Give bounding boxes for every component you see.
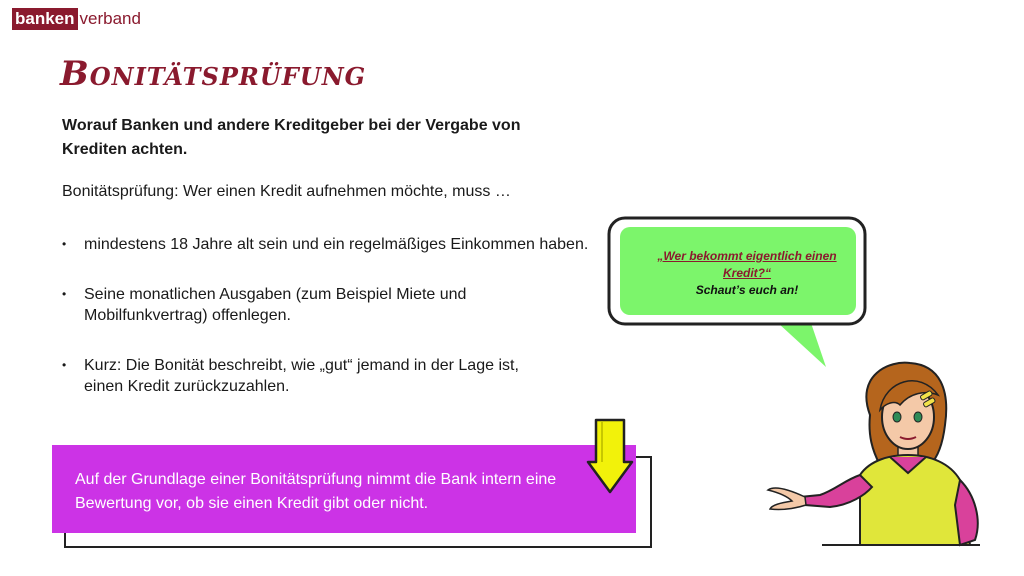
down-arrow-icon [586, 418, 634, 494]
speech-bubble [607, 216, 867, 367]
woman-illustration [766, 361, 980, 547]
list-item: • Kurz: Die Bonität beschreibt, wie „gut… [62, 355, 544, 397]
highlight-text: Auf der Grundlage einer Bonitätsprüfung … [75, 471, 557, 512]
bullet-dot: • [62, 358, 67, 372]
bullet-list: • mindestens 18 Jahre alt sein und ein r… [62, 234, 592, 426]
highlight-box [52, 445, 636, 533]
list-item-text: Kurz: Die Bonität beschreibt, wie „gut“ … [84, 357, 519, 395]
page-title: Bonitätsprüfung [60, 54, 367, 94]
list-item: • Seine monatlichen Ausgaben (zum Beispi… [62, 284, 592, 326]
bubble-question: „Wer bekommt eigentlich einen Kredit?“ [657, 249, 837, 280]
list-item: • mindestens 18 Jahre alt sein und ein r… [62, 234, 592, 255]
bubble-cta: Schaut’s euch an! [695, 283, 799, 297]
intro-text: Bonitätsprüfung: Wer einen Kredit aufneh… [62, 183, 511, 200]
list-item-text: Seine monatlichen Ausgaben (zum Beispiel… [84, 286, 467, 324]
bullet-dot: • [62, 237, 67, 251]
logo-box: banken [12, 8, 78, 30]
bullet-dot: • [62, 287, 67, 301]
logo-text: verband [79, 9, 141, 28]
logo: banken verband [12, 8, 141, 30]
subtitle: Worauf Banken und andere Kreditgeber bei… [62, 117, 521, 158]
list-item-text: mindestens 18 Jahre alt sein und ein reg… [84, 236, 589, 253]
bubble-text: „Wer bekommt eigentlich einen Kredit?“ S… [632, 248, 862, 299]
